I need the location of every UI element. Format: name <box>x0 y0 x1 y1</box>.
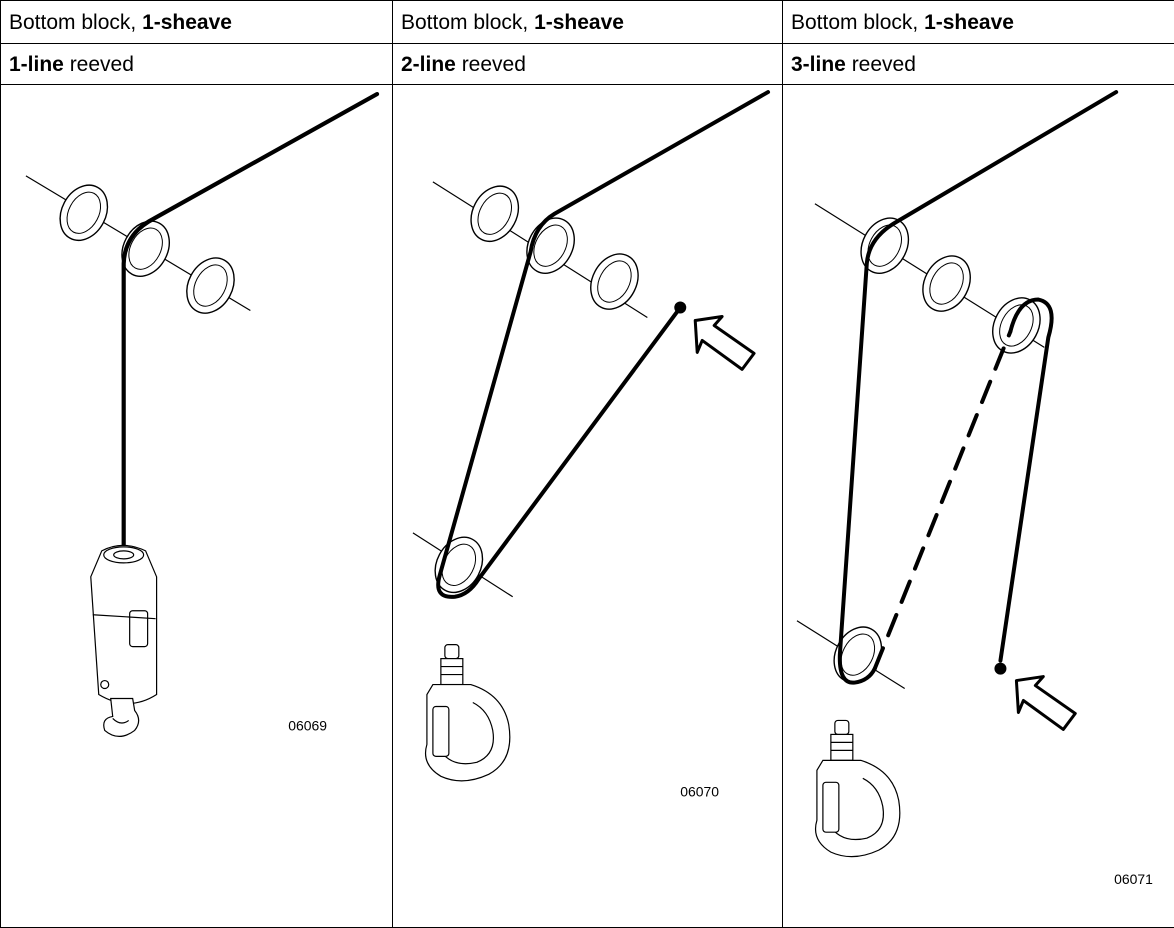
hook-icon <box>814 719 901 858</box>
rope-anchor-point <box>674 301 687 314</box>
reeving-row: 1-line reeved 2-line reeved 3-line reeve… <box>0 43 1174 85</box>
reeving-diagram-3-line: 06071 <box>796 90 1153 887</box>
figure-code: 06069 <box>288 717 327 733</box>
reeving-cell-3: 3-line reeved <box>782 43 1174 85</box>
heading-prefix: Bottom block, <box>791 10 925 34</box>
rope-to-anchor <box>998 297 1054 663</box>
sheave-right <box>590 253 639 310</box>
reeving-diagram-2-line: 06070 <box>412 90 771 799</box>
hook-icon <box>424 644 511 782</box>
heading-row: Bottom block, 1-sheave Bottom block, 1-s… <box>0 0 1174 44</box>
reeving-lines: 1-line <box>9 52 64 76</box>
figure-code: 06070 <box>680 783 719 799</box>
heading-cell-2: Bottom block, 1-sheave <box>392 0 783 44</box>
heading-sheave: 1-sheave <box>534 10 624 34</box>
rope-anchor-point <box>994 662 1007 675</box>
reeving-cell-1: 1-line reeved <box>0 43 393 85</box>
figure-code: 06071 <box>1114 871 1153 887</box>
sheave-right <box>186 257 235 314</box>
heading-cell-1: Bottom block, 1-sheave <box>0 0 393 44</box>
sheave-left <box>59 184 109 241</box>
reeving-suffix: reeved <box>455 52 526 76</box>
bottom-block-sheave <box>434 536 484 594</box>
figure-row: 06069 <box>0 84 1174 928</box>
heading-cell-3: Bottom block, 1-sheave <box>782 0 1174 44</box>
sheave-left <box>470 185 520 242</box>
reeving-lines: 2-line <box>401 52 456 76</box>
hoist-rope <box>121 91 380 555</box>
figure-cell-1: 06069 <box>0 84 393 928</box>
arrow-icon <box>693 314 756 371</box>
figure-cell-2: 06070 <box>392 84 783 928</box>
heading-sheave: 1-sheave <box>142 10 232 34</box>
reeving-cell-2: 2-line reeved <box>392 43 783 85</box>
reeving-suffix: reeved <box>63 52 134 76</box>
figure-cell-3: 06071 <box>782 84 1174 928</box>
hoist-rope <box>837 90 1119 685</box>
reeving-lines: 3-line <box>791 52 846 76</box>
sheave-center <box>922 255 971 312</box>
arrow-icon <box>1014 675 1077 731</box>
sheave-left <box>860 217 910 274</box>
hook-block-icon <box>90 544 158 738</box>
heading-prefix: Bottom block, <box>401 10 535 34</box>
heading-sheave: 1-sheave <box>924 10 1014 34</box>
hidden-rope-segment <box>872 329 1013 671</box>
heading-prefix: Bottom block, <box>9 10 143 34</box>
reeving-diagram-1-line: 06069 <box>25 91 380 738</box>
reeving-suffix: reeved <box>845 52 916 76</box>
hoist-rope <box>436 90 771 599</box>
